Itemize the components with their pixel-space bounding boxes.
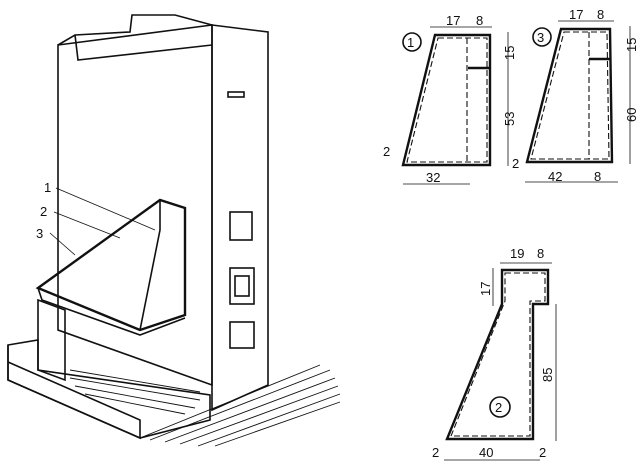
leader-3 (49, 232, 76, 256)
svg-text:1: 1 (407, 35, 414, 50)
chimney-front-wall (57, 24, 213, 387)
svg-text:2: 2 (539, 445, 546, 460)
small-door-1 (229, 211, 253, 241)
svg-text:2: 2 (383, 144, 390, 159)
damper-handle (227, 91, 245, 98)
part-1-marker (402, 32, 422, 52)
oven-door (229, 267, 255, 305)
svg-text:17: 17 (478, 282, 493, 296)
leader-2 (53, 211, 121, 239)
chimney-side-wall (211, 24, 269, 412)
floor-hatching (69, 364, 341, 447)
svg-text:8: 8 (594, 169, 601, 184)
leader-1 (55, 187, 156, 231)
part-2-marker (489, 396, 511, 418)
part-1-detail: 1 17 8 15 53 32 2 (383, 13, 517, 185)
svg-text:15: 15 (624, 38, 639, 52)
svg-text:85: 85 (540, 368, 555, 382)
svg-text:40: 40 (479, 445, 493, 460)
hood (35, 198, 187, 332)
fireplace-isometric: 1 2 3 (7, 14, 341, 447)
part-3-detail: 3 17 8 15 60 42 8 2 (512, 7, 639, 184)
svg-text:2: 2 (512, 156, 519, 171)
callout-2: 2 (40, 204, 47, 219)
svg-text:15: 15 (502, 46, 517, 60)
svg-text:17: 17 (569, 7, 583, 22)
svg-text:42: 42 (548, 169, 562, 184)
svg-text:3: 3 (537, 30, 544, 45)
svg-text:19: 19 (510, 246, 524, 261)
svg-text:32: 32 (426, 170, 440, 185)
part-2-detail: 2 19 8 17 85 40 2 2 (432, 246, 557, 461)
hearth-side (37, 298, 66, 382)
callout-1: 1 (44, 180, 51, 195)
svg-text:2: 2 (432, 445, 439, 460)
svg-text:8: 8 (476, 13, 483, 28)
svg-text:8: 8 (537, 246, 544, 261)
svg-text:17: 17 (446, 13, 460, 28)
svg-text:8: 8 (597, 7, 604, 22)
callout-3: 3 (36, 226, 43, 241)
svg-text:2: 2 (495, 400, 502, 415)
ash-door (229, 321, 255, 349)
svg-text:53: 53 (502, 112, 517, 126)
svg-text:60: 60 (624, 108, 639, 122)
part-3-marker (532, 27, 552, 47)
